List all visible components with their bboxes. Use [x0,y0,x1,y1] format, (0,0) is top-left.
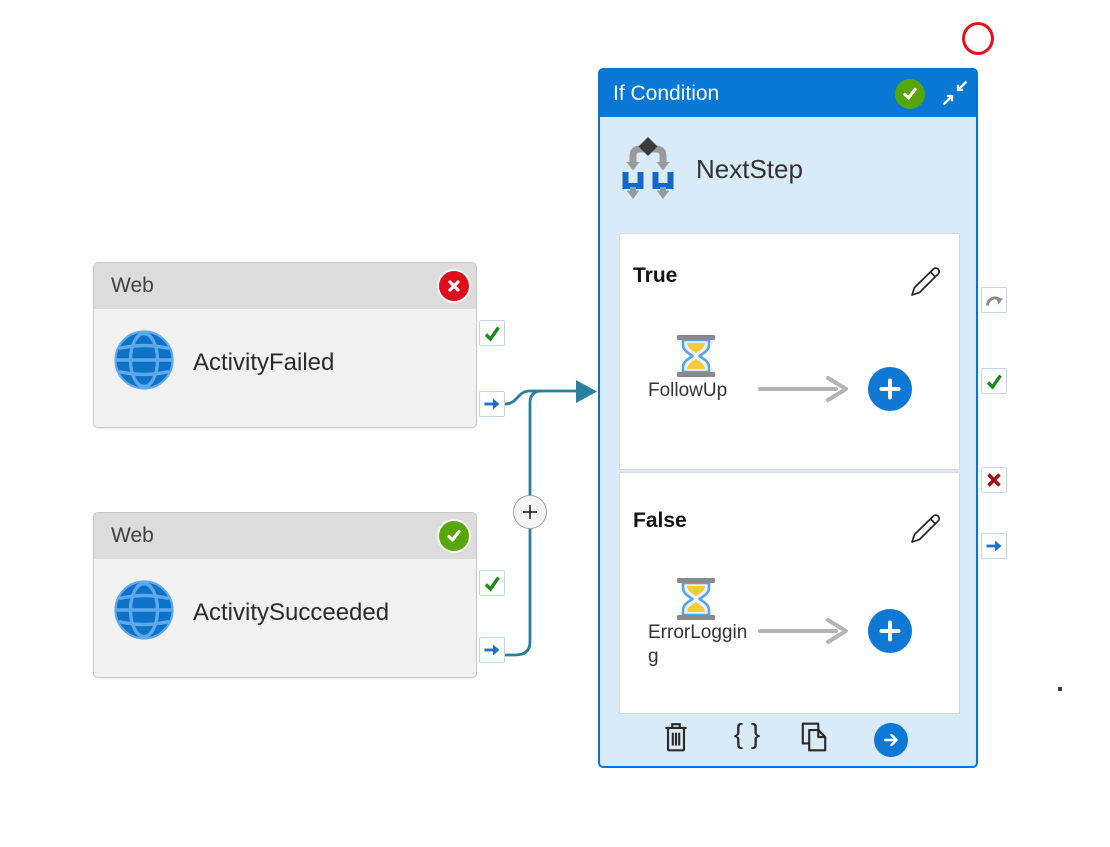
activity-type-label: If Condition [613,82,720,105]
web-globe-icon [114,580,174,640]
port-success[interactable] [479,570,505,596]
delete-button[interactable] [662,721,690,753]
port-completion[interactable] [479,391,505,417]
if-condition-header[interactable]: If Condition [600,70,976,117]
wait-activity[interactable] [674,577,718,621]
skipped-arrow-icon [986,296,1003,306]
edit-branch-button[interactable] [909,266,943,300]
annotation-circle [962,22,994,55]
collapse-button[interactable] [942,80,968,106]
activity-if-condition[interactable]: If Condition [598,68,978,768]
succeeded-check-icon [447,529,461,542]
port-success[interactable] [479,320,505,346]
success-check-icon [986,374,1002,390]
port-completion[interactable] [479,637,505,663]
completion-arrow-icon [484,398,500,410]
trash-icon [665,723,687,752]
plus-icon [879,378,901,400]
status-succeeded-badge [895,79,925,109]
branch-activity-name[interactable]: FollowUp [648,380,728,401]
branch-label: True [633,264,678,287]
copy-icon [801,722,827,752]
activity-header: Web [94,263,476,309]
succeeded-check-icon [903,87,917,100]
activity-name: ActivityFailed [193,349,335,376]
hourglass-icon [677,335,715,377]
next-activity-arrow-icon [758,618,848,644]
success-check-icon [484,576,500,592]
activity-web-failed[interactable]: Web ActivityFailed [93,262,477,428]
branch-label: False [633,509,687,532]
branch-card-true: True FollowUp [619,233,960,470]
activity-name: ActivitySucceeded [193,599,390,626]
activity-type-label: Web [111,524,154,547]
port-success[interactable] [981,368,1007,394]
activity-type-label: Web [111,274,154,297]
status-failed-badge [439,271,469,301]
plus-icon [879,620,901,642]
status-succeeded-badge [439,521,469,551]
activity-header: Web [94,513,476,559]
add-activity-button[interactable] [868,609,912,653]
failure-x-icon [987,473,1001,487]
edit-branch-button[interactable] [909,513,943,547]
port-completion[interactable] [981,533,1007,559]
port-skipped[interactable] [981,287,1007,313]
completion-arrow-icon [986,540,1002,552]
activity-name: NextStep [696,154,803,184]
collapse-icon [942,80,968,106]
code-button[interactable]: { } [733,718,761,749]
add-activity-button[interactable] [868,367,912,411]
pencil-icon [911,267,940,296]
plus-icon [523,505,537,519]
completion-arrow-icon [484,644,500,656]
wait-activity[interactable] [674,334,718,378]
add-link-button[interactable] [513,495,547,529]
if-condition-icon [622,137,674,199]
branch-card-false: False ErrorLogging [619,472,960,714]
artifact-dot [1058,687,1062,691]
open-activity-button[interactable] [874,723,908,757]
web-globe-icon [114,330,174,390]
hourglass-icon [677,578,715,620]
activity-web-succeeded[interactable]: Web ActivitySucceeded [93,512,477,678]
copy-button[interactable] [798,721,830,753]
port-failure[interactable] [981,467,1007,493]
failed-x-icon [448,280,460,292]
arrow-right-icon [883,733,898,747]
next-activity-arrow-icon [758,376,848,402]
pencil-icon [911,514,940,543]
success-check-icon [484,326,500,342]
branch-activity-name[interactable]: ErrorLogging [648,622,748,667]
